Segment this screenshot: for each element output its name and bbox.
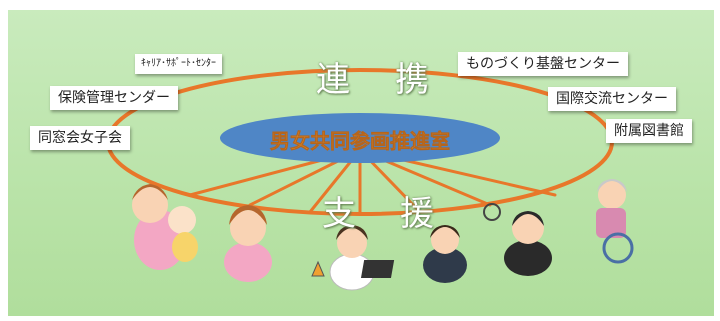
center-label: 男女共同参画推進室 — [270, 129, 450, 153]
org-monozukuri: ものづくり基盤センター — [458, 52, 628, 76]
bottom-char-left: 支 — [322, 194, 356, 234]
org-alumni: 同窓会女子会 — [30, 126, 130, 150]
businessman-figure — [483, 203, 552, 276]
woman-figure — [224, 205, 272, 282]
elderly-wheelchair-figure — [596, 179, 634, 264]
mother-with-baby-figure — [132, 184, 198, 270]
top-char-right: 携 — [395, 60, 429, 100]
bottom-char-right: 援 — [400, 194, 434, 234]
center-ellipse — [220, 113, 500, 163]
org-library: 附属図書館 — [606, 119, 692, 143]
scientist-figure — [311, 225, 375, 291]
org-career-support: ｷｬﾘｱ･ｻﾎﾟｰﾄ･ｾﾝﾀｰ — [135, 54, 222, 74]
org-health: 保険管理センダー — [50, 86, 178, 110]
org-international: 国際交流センター — [548, 87, 676, 111]
top-char-left: 連 — [316, 60, 350, 100]
laptop-worker-figure — [360, 225, 467, 283]
